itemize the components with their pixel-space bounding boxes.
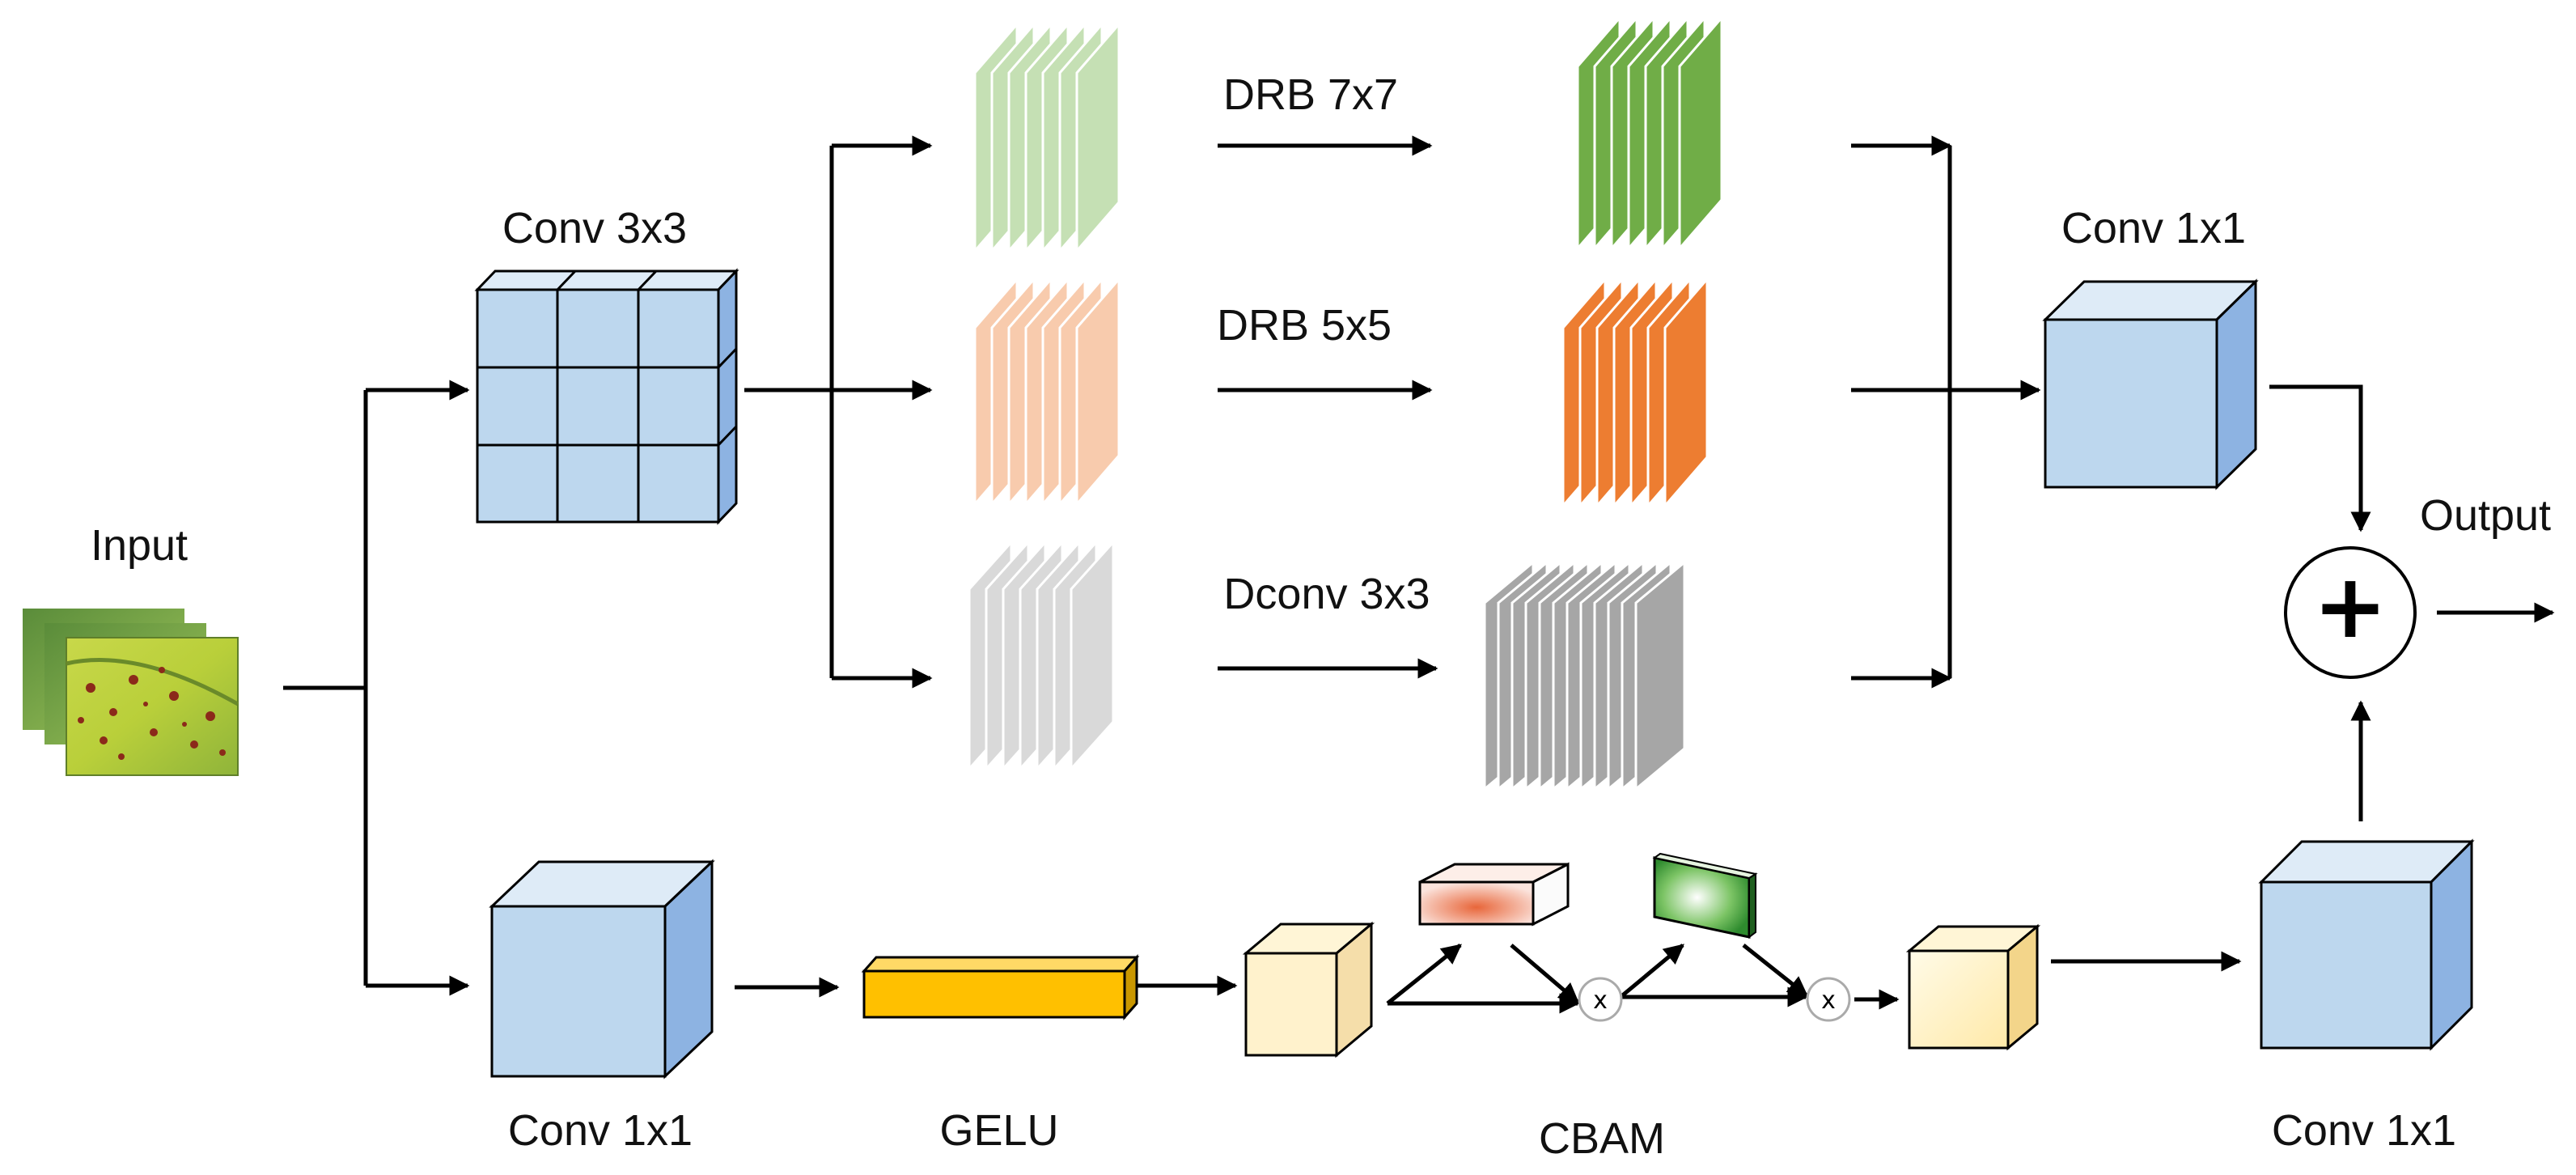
orange-feature-stack-output (1561, 275, 1709, 510)
dconv3x3-label: Dconv 3x3 (1223, 570, 1430, 618)
cbam-output-cube (1905, 923, 2041, 1051)
conv1x1-top-cube (2042, 278, 2259, 490)
orange-feature-stack-input (973, 275, 1121, 508)
gelu-block (861, 954, 1140, 1020)
cbam-input-cube (1242, 921, 1375, 1058)
conv1x1-top-label: Conv 1x1 (2061, 204, 2246, 252)
input-label: Input (91, 521, 188, 570)
conv3x3-label: Conv 3x3 (502, 204, 687, 252)
add-node: + (2284, 546, 2417, 679)
add-symbol: + (2313, 554, 2387, 658)
spatial-attention-block (1652, 852, 1758, 939)
conv1x1-right-cube (2258, 838, 2475, 1051)
gray-feature-stack-output (1483, 559, 1686, 792)
conv1x1-left-cube (489, 859, 715, 1080)
channel-attention-block (1418, 862, 1570, 927)
feature-map-sheet (1634, 559, 1686, 792)
feature-map-sheet (1075, 20, 1121, 255)
conv3x3-block (474, 268, 739, 525)
input-image-stack (23, 609, 239, 776)
drb5x5-label: DRB 5x5 (1217, 301, 1392, 350)
feature-map-sheet (1070, 539, 1115, 772)
cbam-label: CBAM (1539, 1114, 1665, 1163)
multiply-node-2: x (1806, 977, 1851, 1022)
gray-feature-stack-input (968, 539, 1115, 772)
multiply-symbol-1: x (1593, 986, 1608, 1015)
conv1x1-right-label: Conv 1x1 (2272, 1106, 2456, 1155)
feature-map-sheet (1678, 14, 1723, 252)
conv1x1-left-label: Conv 1x1 (508, 1106, 693, 1155)
multiply-node-1: x (1578, 977, 1623, 1022)
feature-map-sheet (1075, 275, 1121, 508)
output-label: Output (2420, 491, 2551, 540)
multiply-symbol-2: x (1821, 986, 1836, 1015)
green-feature-stack-output (1576, 14, 1723, 252)
gelu-label: GELU (939, 1106, 1058, 1155)
feature-map-sheet (1663, 275, 1709, 510)
drb7x7-label: DRB 7x7 (1223, 70, 1398, 119)
connectors (283, 135, 2555, 1014)
green-feature-stack-input (973, 20, 1121, 255)
